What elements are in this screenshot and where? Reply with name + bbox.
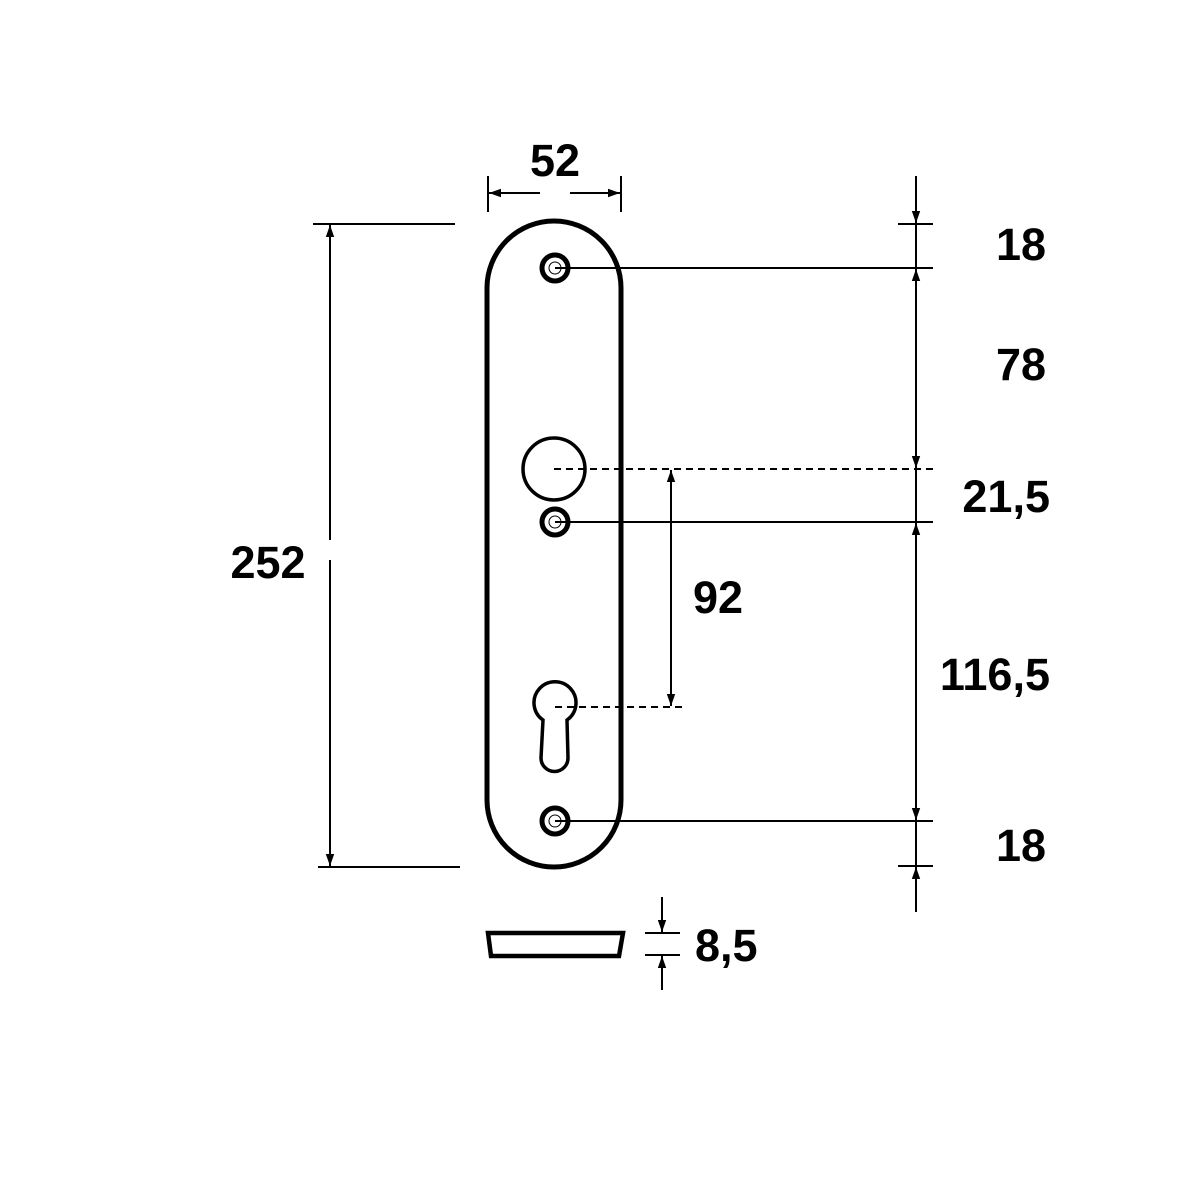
thickness-label: 8,5	[695, 920, 758, 971]
plate-profile	[485, 930, 626, 959]
dim-label-21-5: 21,5	[962, 471, 1050, 522]
plate-outline	[484, 218, 624, 870]
width-dimension	[487, 176, 622, 212]
width-label: 52	[530, 135, 580, 186]
height-label: 252	[230, 537, 305, 588]
dim-label-78: 78	[996, 339, 1046, 390]
hole-spacing-label: 92	[693, 572, 743, 623]
extension-lines	[554, 223, 933, 867]
height-dimension	[313, 223, 460, 868]
cylinder-keyhole	[532, 680, 578, 774]
dim-label-bottom-18: 18	[996, 820, 1046, 871]
thickness-dimension	[645, 897, 680, 990]
dim-label-top-18: 18	[996, 219, 1046, 270]
dim-label-116-5: 116,5	[940, 649, 1050, 700]
